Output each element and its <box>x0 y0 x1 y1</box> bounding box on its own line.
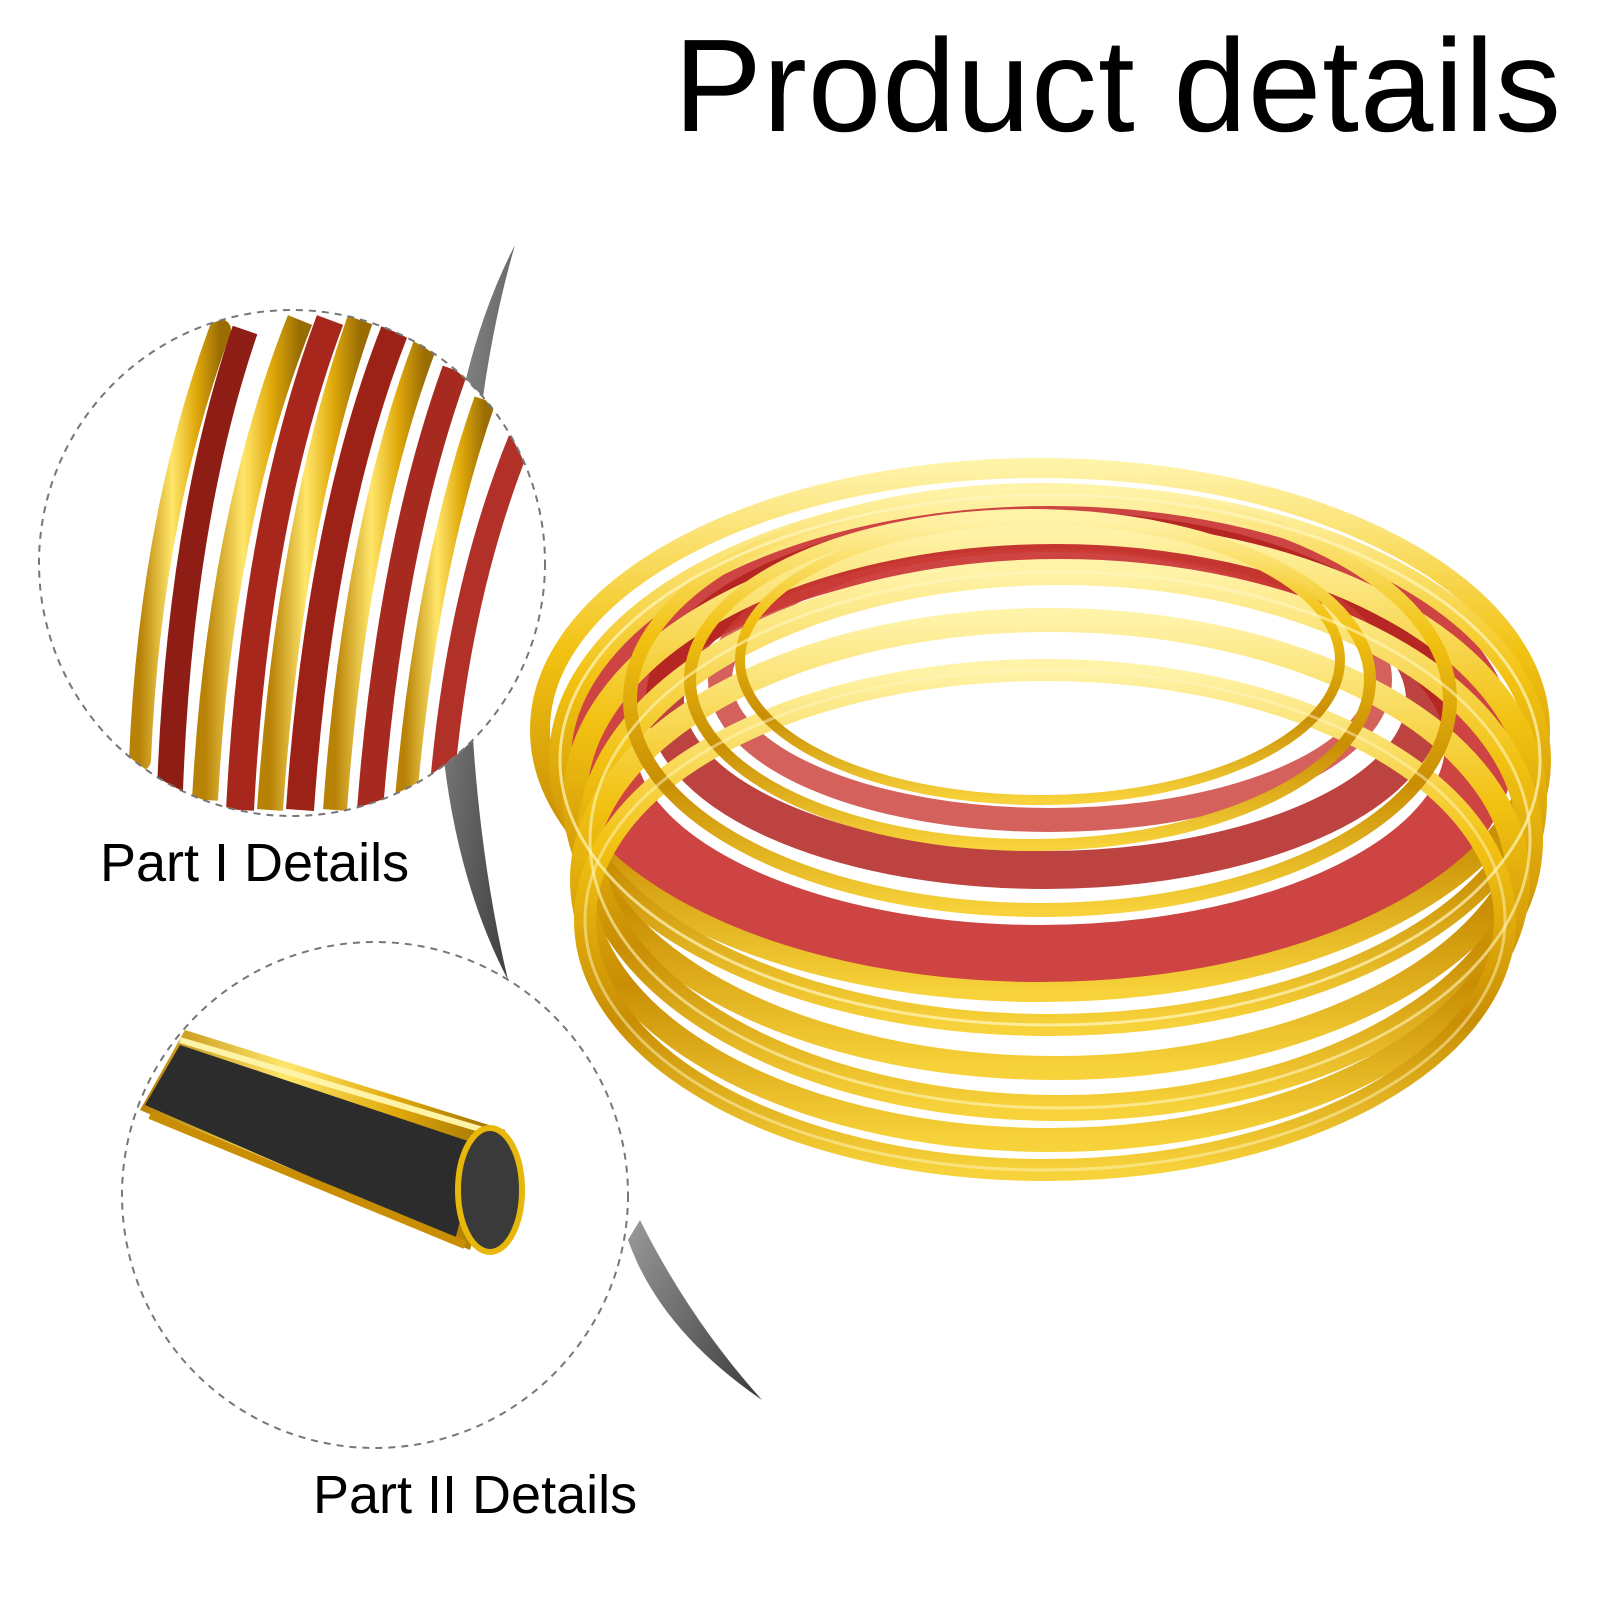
coil-illustration <box>530 458 1551 1181</box>
part-2-label: Part II Details <box>313 1465 638 1525</box>
detail-magnifier-1 <box>38 309 546 817</box>
page-title: Product details <box>673 12 1562 159</box>
callout-swoosh-2 <box>628 1220 762 1400</box>
detail-magnifier-2 <box>121 941 629 1449</box>
part-1-label: Part I Details <box>100 833 410 893</box>
